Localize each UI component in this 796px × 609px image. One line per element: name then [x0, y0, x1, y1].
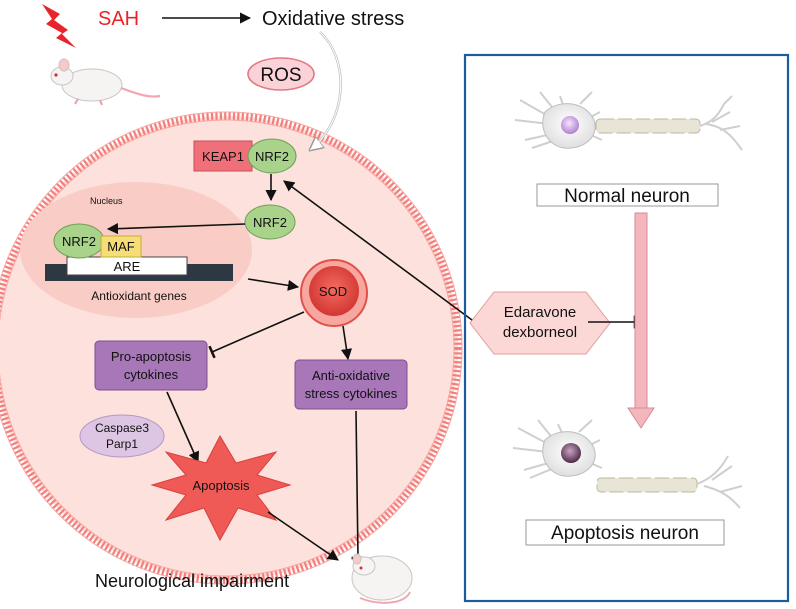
ros-label: ROS — [260, 65, 301, 86]
normal-neuron-illustration — [514, 91, 743, 151]
neuron-panel — [463, 53, 790, 603]
nrf2-bound — [247, 138, 297, 174]
caspase-line-1: Caspase3 — [95, 421, 149, 435]
sod-to-anti-oxidative-arrow — [340, 325, 353, 361]
drug-line-2: dexborneol — [503, 324, 577, 341]
stress-into-cell-arrow — [310, 31, 342, 150]
neurological-impairment-label: Neurological impairment — [95, 571, 289, 591]
apoptosis-neuron-illustration — [512, 419, 743, 509]
keap1-label: KEAP1 — [202, 149, 244, 164]
impaired-rat-icon — [351, 553, 413, 604]
genes-to-sod-arrow — [247, 278, 300, 291]
nrf2-nuclear-label: NRF2 — [62, 234, 96, 249]
apoptosis-to-impairment-arrow — [267, 511, 339, 561]
neuron-transition-arrow — [627, 212, 655, 429]
drug-line-1: Edaravone — [504, 304, 577, 321]
nrf2-translocation-arrow — [106, 223, 246, 235]
antioxidant-genes-label: Antioxidant genes — [91, 289, 186, 303]
sod-label: SOD — [319, 284, 347, 299]
sod-inhibits-pro-apoptosis — [208, 311, 305, 359]
are-label: ARE — [114, 259, 141, 274]
nrf2-free-label: NRF2 — [253, 215, 287, 230]
oxidative-stress-label: Oxidative stress — [262, 8, 404, 30]
nrf2-free — [244, 204, 296, 240]
pro-apoptosis-line-1: Pro-apoptosis — [111, 349, 192, 364]
nrf2-bound-label: NRF2 — [255, 149, 289, 164]
maf-label: MAF — [107, 239, 135, 254]
apoptosis-neuron-caption-box — [525, 519, 725, 546]
drug-hexagon — [469, 291, 611, 355]
caspase-ellipse — [79, 414, 165, 458]
cell-membrane — [0, 111, 463, 585]
pro-apoptosis-box — [94, 340, 208, 391]
apoptosis-neuron-caption: Apoptosis neuron — [551, 523, 699, 544]
sah-label: SAH — [98, 8, 139, 30]
pro-apoptosis-line-2: cytokines — [124, 367, 179, 382]
normal-neuron-caption: Normal neuron — [564, 186, 690, 207]
nucleus-label: Nucleus — [90, 196, 123, 206]
anti-oxidative-line-2: stress cytokines — [305, 386, 398, 401]
apoptosis-star — [150, 434, 292, 542]
maf-box — [100, 235, 142, 258]
anti-oxidative-line-1: Anti-oxidative — [312, 368, 390, 383]
caspase-line-2: Parp1 — [106, 437, 138, 451]
normal-neuron-caption-box — [536, 183, 719, 207]
keap1-box — [193, 140, 253, 172]
drug-to-nrf2-arrow — [283, 180, 473, 321]
anti-oxidative-box — [294, 359, 408, 410]
lightning-icon — [42, 4, 76, 48]
sod-core — [309, 266, 359, 316]
apoptosis-label: Apoptosis — [192, 478, 250, 493]
pro-apoptosis-to-apoptosis-arrow — [166, 391, 200, 464]
rat-icon — [50, 58, 161, 106]
anti-oxidative-inhibits-impairment — [351, 410, 365, 560]
ros-badge — [247, 57, 315, 91]
